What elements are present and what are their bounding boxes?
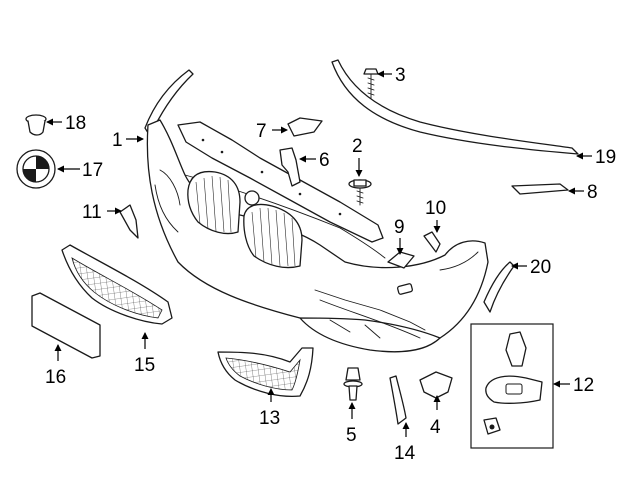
license-bracket-part xyxy=(31,292,101,359)
callout-16: 16 xyxy=(45,367,66,388)
callout-labels: 1 2 3 4 5 6 7 8 9 10 11 12 13 14 15 16 1… xyxy=(45,65,616,464)
cover-9-part xyxy=(387,251,415,269)
callout-17: 17 xyxy=(82,160,103,181)
trim-strip-part xyxy=(331,59,579,155)
bracket-14-part xyxy=(389,375,407,425)
callout-12: 12 xyxy=(573,375,594,396)
callout-6: 6 xyxy=(319,150,330,171)
callout-13: 13 xyxy=(259,408,280,429)
callout-2: 2 xyxy=(352,136,363,157)
emblem-part xyxy=(16,149,56,189)
callout-19: 19 xyxy=(595,147,616,168)
clip-part xyxy=(25,114,47,136)
bolt-part xyxy=(348,179,372,206)
bracket-8-part xyxy=(511,183,569,195)
screw-part xyxy=(363,68,379,99)
bracket-6-part xyxy=(279,147,301,187)
side-grille-part xyxy=(217,347,314,398)
callout-20: 20 xyxy=(530,257,551,278)
callout-10: 10 xyxy=(425,198,446,219)
callout-9: 9 xyxy=(394,217,405,238)
mount-4-part xyxy=(419,371,453,399)
callout-8: 8 xyxy=(587,182,598,203)
callout-4: 4 xyxy=(430,417,441,438)
callout-5: 5 xyxy=(346,425,357,446)
callout-18: 18 xyxy=(65,113,86,134)
callout-11: 11 xyxy=(82,202,102,223)
kit-12-box xyxy=(470,323,554,449)
trim-20-part xyxy=(483,261,515,313)
cap-11-part xyxy=(119,204,139,239)
bumper-cover-part xyxy=(144,69,489,353)
callout-1: 1 xyxy=(112,130,123,151)
cover-10-part xyxy=(423,231,441,253)
callout-3: 3 xyxy=(395,65,406,86)
center-grille-part xyxy=(61,244,173,325)
callout-7: 7 xyxy=(256,121,267,142)
callout-14: 14 xyxy=(394,443,416,464)
push-clip-part xyxy=(343,367,363,401)
bracket-7-part xyxy=(287,117,323,137)
leader-lines xyxy=(46,70,592,437)
callout-15: 15 xyxy=(134,355,155,376)
